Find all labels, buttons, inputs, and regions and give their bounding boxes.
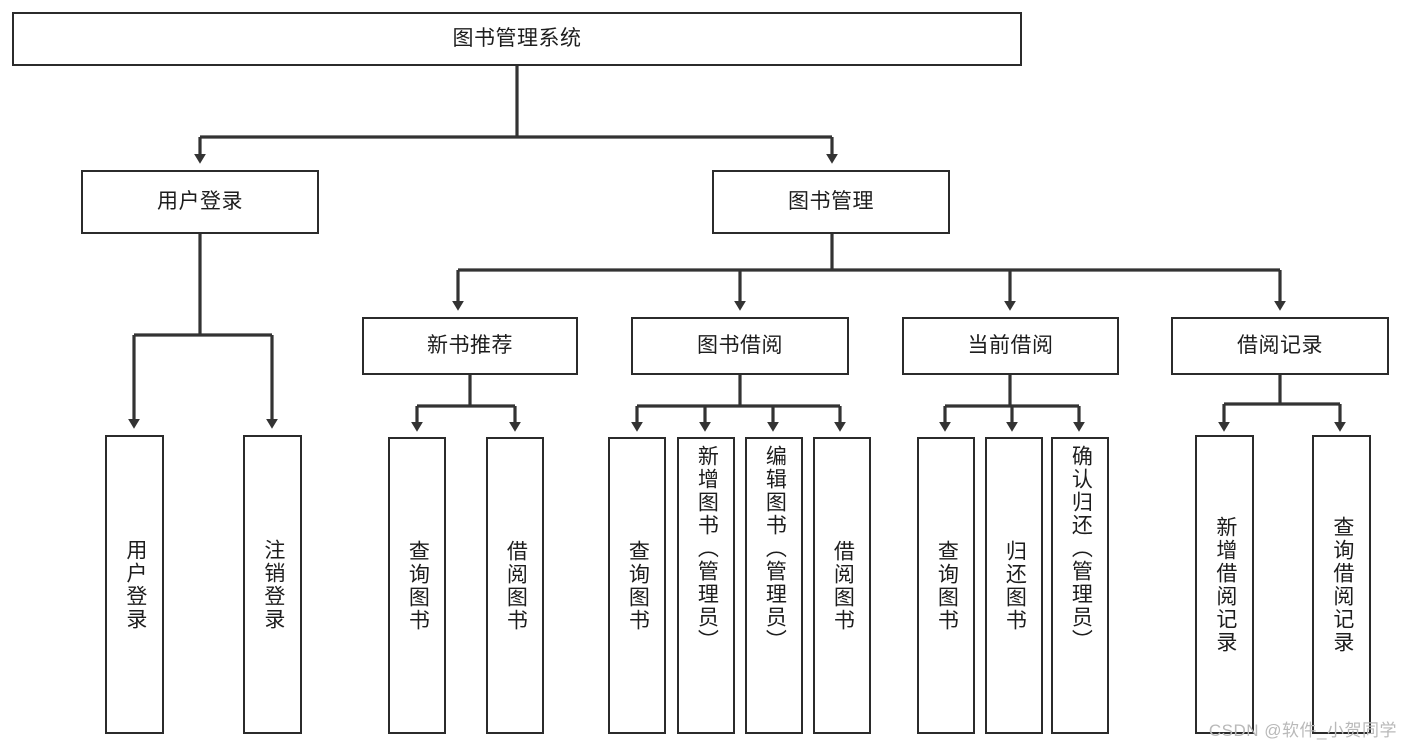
node-book-borrow-label: 图书借阅 [697,333,783,357]
node-new-book-rec-label: 新书推荐 [427,333,513,357]
node-current-borrow[interactable]: 当前借阅 [902,317,1119,375]
node-book-manage[interactable]: 图书管理 [712,170,950,234]
node-user-login[interactable]: 用户登录 [81,170,319,234]
leaf-return-book-label: 归还图书 [1003,539,1027,632]
leaf-user-login[interactable]: 用户登录 [105,435,164,734]
leaf-query-book-1-label: 查询图书 [406,539,430,632]
node-new-book-rec[interactable]: 新书推荐 [362,317,578,375]
leaf-confirm-return[interactable]: 确认归还（管理员） [1051,437,1109,734]
node-root-label: 图书管理系统 [452,26,582,50]
leaf-query-book-1[interactable]: 查询图书 [388,437,446,734]
node-book-manage-label: 图书管理 [788,189,874,213]
leaf-add-record-label: 新增借阅记录 [1213,515,1237,654]
leaf-confirm-return-label: 确认归还（管理员） [1069,445,1093,652]
node-current-borrow-label: 当前借阅 [967,333,1054,357]
leaf-borrow-book-1[interactable]: 借阅图书 [486,437,544,734]
leaf-query-book-3-label: 查询图书 [935,539,959,632]
node-user-login-label: 用户登录 [157,189,243,213]
leaf-add-record[interactable]: 新增借阅记录 [1195,435,1254,734]
node-borrow-record[interactable]: 借阅记录 [1171,317,1389,375]
leaf-edit-book[interactable]: 编辑图书（管理员） [745,437,803,734]
leaf-logout-login[interactable]: 注销登录 [243,435,302,734]
node-root[interactable]: 图书管理系统 [12,12,1022,66]
leaf-edit-book-label: 编辑图书（管理员） [763,445,787,652]
watermark: CSDN @软件_小贺同学 [1208,721,1397,740]
leaf-logout-login-label: 注销登录 [261,538,285,631]
node-book-borrow[interactable]: 图书借阅 [631,317,849,375]
leaf-return-book[interactable]: 归还图书 [985,437,1043,734]
leaf-add-book[interactable]: 新增图书（管理员） [677,437,735,734]
leaf-borrow-book-2[interactable]: 借阅图书 [813,437,871,734]
node-borrow-record-label: 借阅记录 [1237,333,1323,357]
leaf-query-record-label: 查询借阅记录 [1330,515,1354,654]
leaf-query-book-3[interactable]: 查询图书 [917,437,975,734]
leaf-user-login-label: 用户登录 [123,538,147,631]
leaf-borrow-book-2-label: 借阅图书 [831,539,855,632]
leaf-query-record[interactable]: 查询借阅记录 [1312,435,1371,734]
leaf-add-book-label: 新增图书（管理员） [695,445,719,652]
leaf-query-book-2-label: 查询图书 [626,539,650,632]
leaf-query-book-2[interactable]: 查询图书 [608,437,666,734]
leaf-borrow-book-1-label: 借阅图书 [504,539,528,632]
